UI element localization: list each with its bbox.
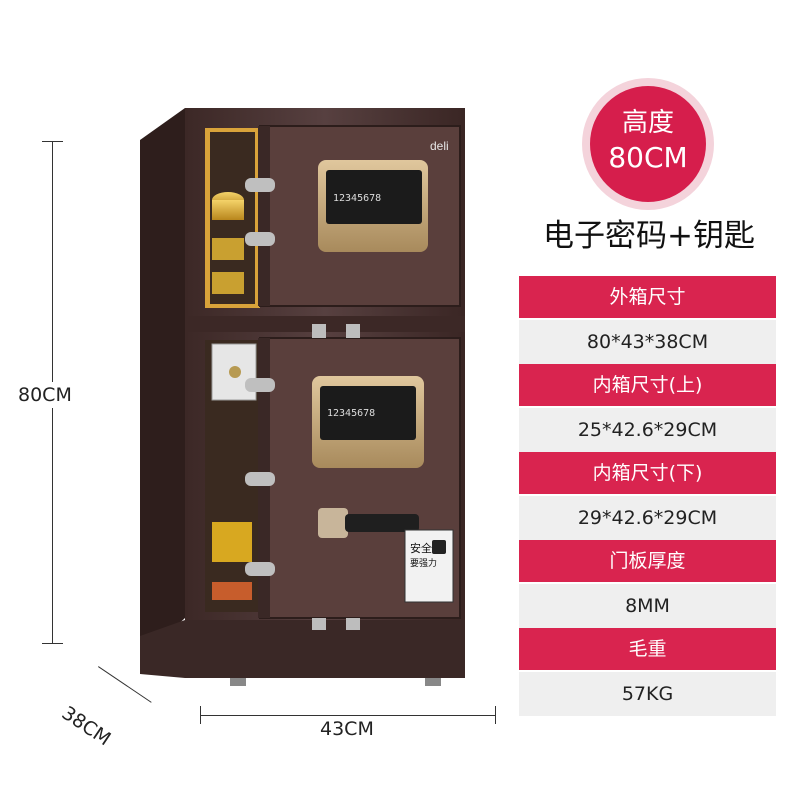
spec-label-door-thickness: 门板厚度 — [519, 540, 776, 582]
bolt — [245, 472, 275, 486]
height-badge-label: 高度 — [621, 108, 674, 138]
gold-coin-stack — [212, 238, 244, 260]
sticker-text-1: 安全 — [410, 541, 432, 555]
spec-value-door-thickness: 8MM — [519, 584, 776, 628]
spec-value-outer-size: 80*43*38CM — [519, 320, 776, 364]
lock-type-title: 电子密码+钥匙 — [543, 218, 755, 254]
spec-label-inner-upper: 内箱尺寸(上) — [519, 364, 776, 406]
safe-side-panel — [140, 108, 185, 660]
sticker-text-2: 要强力 — [410, 557, 437, 569]
gold-coin-stack — [212, 272, 244, 294]
safe-foot — [425, 678, 441, 686]
drawer-keyhole-icon — [229, 366, 241, 378]
spec-label-gross-weight: 毛重 — [519, 628, 776, 670]
spec-label-inner-lower: 内箱尺寸(下) — [519, 452, 776, 494]
spec-value-inner-lower: 29*42.6*29CM — [519, 496, 776, 540]
bolt — [245, 378, 275, 392]
safe-illustration: 12345678 deli 12345678 安全 要强力 — [140, 108, 465, 686]
bolt — [312, 618, 326, 630]
spec-label-outer-size: 外箱尺寸 — [519, 276, 776, 318]
bolt — [346, 324, 360, 338]
upper-keypad-display: 12345678 — [333, 193, 381, 204]
height-dimension-tick-bottom — [42, 643, 63, 644]
width-dimension-label: 43CM — [320, 718, 374, 740]
height-badge-inner: 高度 80CM — [590, 86, 706, 202]
bolt — [245, 178, 275, 192]
width-dimension-line — [200, 715, 495, 716]
height-dimension-label: 80CM — [18, 382, 72, 408]
safe-foot — [230, 678, 246, 686]
red-box — [212, 582, 252, 600]
bolt — [245, 232, 275, 246]
lower-keypad-display: 12345678 — [327, 408, 375, 419]
depth-dimension-label: 38CM — [57, 702, 115, 751]
padlock-icon — [432, 540, 446, 554]
width-dimension-tick-left — [200, 706, 201, 724]
height-dimension-tick-top — [42, 141, 63, 142]
bolt — [346, 618, 360, 630]
door-handle — [318, 508, 348, 538]
height-badge-value: 80CM — [608, 141, 688, 174]
bolt — [312, 324, 326, 338]
brand-logo: deli — [430, 139, 449, 153]
safe-base — [140, 620, 465, 678]
spec-value-gross-weight: 57KG — [519, 672, 776, 716]
spec-value-inner-upper: 25*42.6*29CM — [519, 408, 776, 452]
gold-bars — [212, 522, 252, 562]
height-badge: 高度 80CM — [582, 78, 714, 210]
bolt — [245, 562, 275, 576]
width-dimension-tick-right — [495, 706, 496, 724]
